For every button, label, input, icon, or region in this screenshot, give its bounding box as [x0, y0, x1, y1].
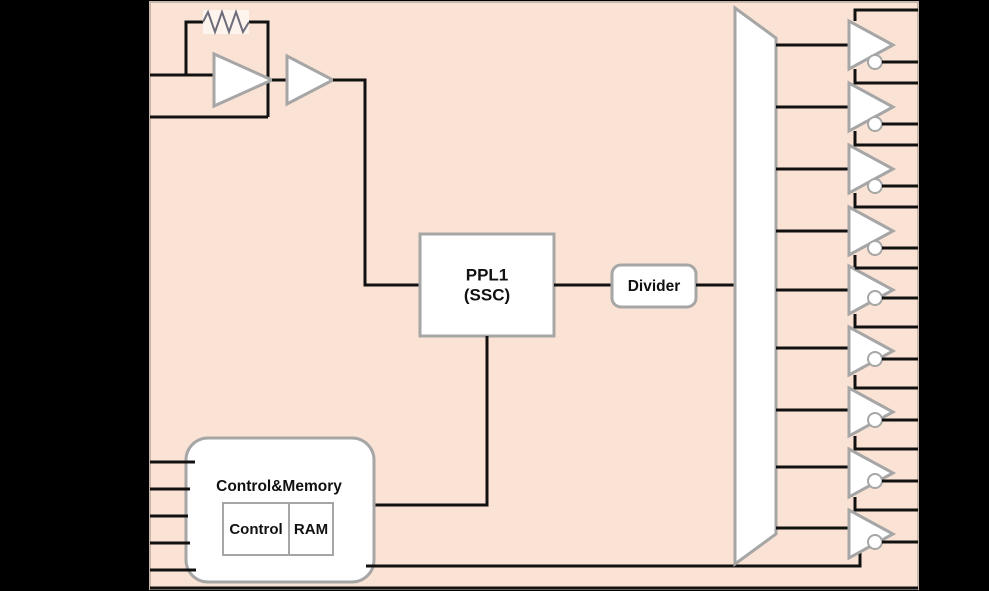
fanout-output-wires	[776, 43, 849, 530]
feedback-left-leg	[184, 20, 203, 75]
ram-cell-box[interactable]	[288, 502, 334, 556]
oscillator-amplifier-2	[285, 53, 337, 107]
buffer-7-invert-bubble-icon	[867, 412, 883, 428]
block-pll1-ssc[interactable]: PPL1 (SSC)	[418, 232, 556, 338]
buffer-6-invert-bubble-icon	[867, 351, 883, 367]
feedback-resistor	[202, 8, 250, 36]
block-divider[interactable]: Divider	[610, 263, 698, 309]
buffer-5-invert-bubble-icon	[867, 290, 883, 306]
buffer-8-invert-bubble-icon	[867, 473, 883, 489]
output-buffer-9[interactable]	[847, 507, 918, 561]
block-control-memory[interactable]: Control&Memory Control RAM	[184, 436, 376, 584]
divider-label: Divider	[628, 278, 681, 295]
ram-cell-label: RAM	[294, 521, 328, 538]
resistor-zigzag-icon	[202, 8, 250, 36]
oscillator-amplifier-1	[212, 51, 276, 109]
pll-label-line2: (SSC)	[464, 285, 510, 304]
clock-fanout-distribution-block[interactable]	[733, 5, 778, 567]
buffer-4-invert-bubble-icon	[867, 240, 883, 256]
control-cell-label: Control	[229, 521, 282, 538]
buffer-1-invert-bubble-icon	[867, 54, 883, 70]
left-input-pins-bottom	[150, 460, 196, 572]
pll-label-line1: PPL1	[466, 265, 509, 284]
feedback-right-leg	[248, 20, 270, 117]
control-memory-label: Control&Memory	[216, 478, 342, 495]
fanout-trapezoid[interactable]	[733, 5, 778, 567]
left-input-pins-top	[150, 73, 268, 119]
amp1-triangle-icon	[212, 51, 276, 109]
control-cell-box[interactable]	[222, 502, 290, 556]
output-buffer-4[interactable]	[847, 204, 918, 270]
buffer-1-out-p-trace	[853, 8, 918, 21]
buffer-3-invert-bubble-icon	[867, 178, 883, 194]
wire-pll-to-control	[374, 336, 489, 507]
oscillator-feedback-net	[184, 20, 270, 117]
wire-osc-to-pll	[333, 78, 420, 287]
buffer-9-invert-bubble-icon	[867, 534, 883, 550]
buffer-2-invert-bubble-icon	[867, 116, 883, 132]
amp2-triangle-icon	[285, 53, 337, 107]
